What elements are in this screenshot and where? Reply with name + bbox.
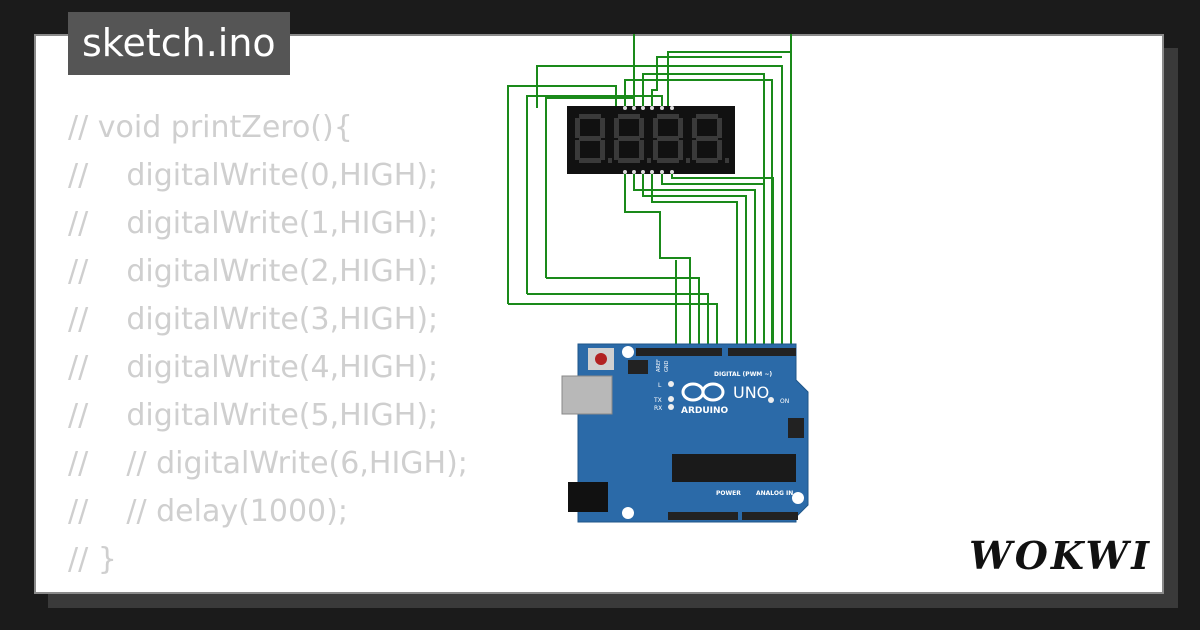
code-line: // void printOne(){ (68, 584, 468, 592)
wire (624, 172, 691, 346)
wire (508, 303, 718, 346)
code-line: // // digitalWrite(6,HIGH); (68, 446, 468, 481)
tx-label: TX (653, 397, 662, 404)
wire (527, 293, 709, 346)
wire (546, 277, 700, 346)
seven-segment-display[interactable] (567, 106, 735, 174)
wire (545, 97, 634, 278)
code-line: // digitalWrite(0,HIGH); (68, 158, 439, 193)
aref-label: AREF (656, 359, 662, 372)
code-line: // // delay(1000); (68, 494, 348, 529)
wire (671, 172, 774, 346)
board-brand: ARDUINO (681, 406, 729, 416)
on-label: ON (780, 398, 789, 405)
code-line: // digitalWrite(4,HIGH); (68, 350, 439, 385)
arduino-logo-icon (681, 382, 725, 402)
wire (651, 172, 738, 346)
usb-port (561, 375, 613, 415)
icsp-header-2 (788, 418, 804, 438)
code-line: // digitalWrite(5,HIGH); (68, 398, 439, 433)
l-label: L (658, 382, 662, 389)
wires (507, 34, 792, 510)
code-line: // digitalWrite(3,HIGH); (68, 302, 439, 337)
analog-label: ANALOG IN (756, 490, 793, 497)
led-l (668, 381, 674, 387)
display-pins-bottom (623, 170, 674, 174)
code-editor: // void printZero(){ // digitalWrite(0,H… (68, 104, 468, 592)
header-digital-right (728, 348, 796, 356)
wire (667, 51, 791, 108)
header-digital-left (636, 348, 722, 356)
wire (642, 172, 747, 346)
header-analog (742, 512, 798, 520)
display-digit (653, 114, 690, 163)
code-line: // void printZero(){ (68, 110, 353, 145)
display-digit (575, 114, 612, 163)
icsp-header (628, 360, 648, 374)
wire (526, 95, 663, 294)
mount-hole (622, 346, 634, 358)
atmega-chip (672, 454, 796, 482)
rx-label: RX (654, 405, 662, 412)
led-rx (668, 404, 674, 410)
mount-hole (622, 507, 634, 519)
code-line: // } (68, 542, 117, 577)
code-line: // digitalWrite(1,HIGH); (68, 206, 439, 241)
arduino-uno-board[interactable]: UNO ARDUINO DIGITAL (PWM ~) POWER ANALOG… (561, 343, 809, 523)
board-model: UNO (733, 383, 769, 402)
wire (633, 172, 756, 346)
led-tx (668, 396, 674, 402)
mount-hole (792, 492, 804, 504)
wire (661, 172, 765, 346)
power-jack (568, 482, 608, 512)
code-line: // digitalWrite(2,HIGH); (68, 254, 439, 289)
wire (651, 56, 782, 108)
power-label: POWER (716, 490, 741, 497)
digital-label: DIGITAL (PWM ~) (714, 371, 772, 378)
led-on (768, 397, 774, 403)
sketch-title: sketch.ino (68, 12, 290, 75)
display-pins-top (623, 106, 674, 110)
wokwi-logo: WOKWI (969, 533, 1152, 578)
header-power (668, 512, 738, 520)
display-digit (692, 114, 729, 163)
reset-button[interactable] (595, 353, 607, 365)
gnd-label: GND (664, 360, 670, 372)
display-digit (614, 114, 651, 163)
